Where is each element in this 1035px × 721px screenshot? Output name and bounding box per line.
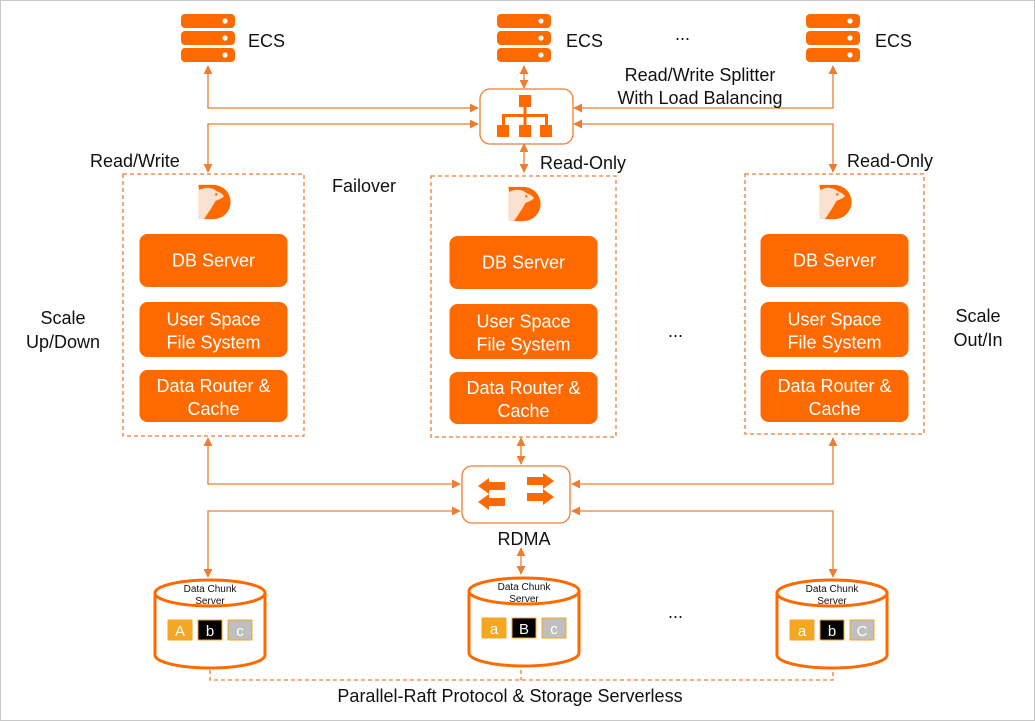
data-router-cache-box-label-line2: Cache [808, 399, 860, 419]
ecs-label: ECS [875, 31, 912, 51]
rdma-label: RDMA [498, 529, 551, 549]
data-router-cache-box-label-line1: Data Router & [156, 376, 270, 396]
scale-up-down-line1: Scale [40, 308, 85, 328]
ellipsis-ecs: ... [675, 24, 690, 44]
user-space-fs-box-label-line2: File System [787, 333, 881, 353]
chunk-label: b [206, 623, 214, 640]
data-router-cache-box[interactable]: Data Router & Cache [449, 372, 598, 424]
chunk-server-label-line1: Data Chunk [498, 582, 552, 593]
scale-out-in-line2: Out/In [953, 330, 1002, 350]
user-space-fs-box-label-line1: User Space [476, 312, 570, 332]
user-space-fs-box-label-line1: User Space [166, 310, 260, 330]
user-space-fs-box-label-line1: User Space [787, 310, 881, 330]
chunk-label: b [828, 623, 836, 640]
chunk-block: a [481, 617, 507, 639]
read-only-label-1: Read-Only [540, 153, 626, 173]
chunk-block: c [227, 619, 253, 641]
ecs-node-1[interactable]: ECS [181, 14, 285, 62]
db-server-box-label: DB Server [793, 251, 876, 271]
parallel-raft-label: Parallel-Raft Protocol & Storage Serverl… [337, 686, 682, 706]
splitter-label-line2: With Load Balancing [617, 88, 782, 108]
chunk-block: a [789, 619, 815, 641]
chunk-block: c [541, 617, 567, 639]
user-space-fs-box-label-line2: File System [166, 333, 260, 353]
data-router-cache-box-label-line1: Data Router & [466, 378, 580, 398]
read-only-label-2: Read-Only [847, 151, 933, 171]
ellipsis-chunk: ... [668, 602, 683, 622]
server-stack-icon [806, 14, 860, 62]
chunk-label: c [236, 623, 244, 640]
chunk-label: B [519, 621, 529, 638]
chunk-label: C [857, 623, 868, 640]
chunk-label: a [490, 621, 499, 638]
chunk-server-label-line2: Server [817, 596, 847, 607]
data-router-cache-box-label-line2: Cache [497, 401, 549, 421]
db-server-box[interactable]: DB Server [139, 234, 288, 287]
ecs1-splitter-link [203, 65, 479, 113]
failover-label: Failover [332, 176, 396, 196]
db-server-box-label: DB Server [482, 253, 565, 273]
chunk-server-label-line2: Server [509, 594, 539, 605]
swap-arrows-icon [478, 473, 554, 510]
chunk-label: a [798, 623, 807, 640]
scale-up-down-line2: Up/Down [26, 332, 100, 352]
ecs-label: ECS [248, 31, 285, 51]
ellipsis-db: ... [668, 321, 683, 341]
scale-out-in-line1: Scale [955, 306, 1000, 326]
user-space-fs-box-label-line2: File System [476, 335, 570, 355]
read-write-splitter[interactable] [479, 88, 574, 145]
hierarchy-icon [497, 95, 552, 137]
rdma-chunk3-link [571, 506, 838, 578]
ecs-label: ECS [566, 31, 603, 51]
splitter-label-line1: Read/Write Splitter [625, 65, 776, 85]
chunk-block: C [849, 619, 875, 641]
chunk-label: A [175, 623, 185, 640]
cylinder-top [153, 578, 267, 608]
rdma-chunk1-link [203, 506, 461, 578]
rdma-switch[interactable] [461, 465, 571, 524]
ecs-node-2[interactable]: ECS [497, 14, 603, 62]
db-server-box[interactable]: DB Server [760, 234, 909, 287]
cylinder-top [467, 576, 581, 606]
chunk-server-label-line2: Server [195, 596, 225, 607]
splitter-db1-link [203, 119, 479, 173]
chunk-block: B [511, 617, 537, 639]
data-router-cache-box[interactable]: Data Router & Cache [760, 370, 909, 422]
server-stack-icon [497, 14, 551, 62]
chunk-block: b [197, 619, 223, 641]
db-server-box[interactable]: DB Server [449, 236, 598, 289]
db-server-box-label: DB Server [172, 251, 255, 271]
data-router-cache-box-label-line1: Data Router & [777, 376, 891, 396]
data-router-cache-box[interactable]: Data Router & Cache [139, 370, 288, 422]
data-router-cache-box-label-line2: Cache [187, 399, 239, 419]
chunk-block: A [167, 619, 193, 641]
chunk-block: b [819, 619, 845, 641]
db3-rdma-link [571, 437, 838, 489]
ecs3-splitter-link [573, 65, 838, 113]
cylinder-top [775, 578, 889, 608]
chunk-server-label-line1: Data Chunk [806, 584, 860, 595]
splitter-db3-link [573, 119, 838, 173]
chunk-label: c [550, 621, 558, 638]
db1-rdma-link [203, 437, 461, 489]
read-write-label: Read/Write [90, 151, 180, 171]
chunk-server-label-line1: Data Chunk [184, 584, 238, 595]
server-stack-icon [181, 14, 235, 62]
ecs-node-3[interactable]: ECS [806, 14, 912, 62]
